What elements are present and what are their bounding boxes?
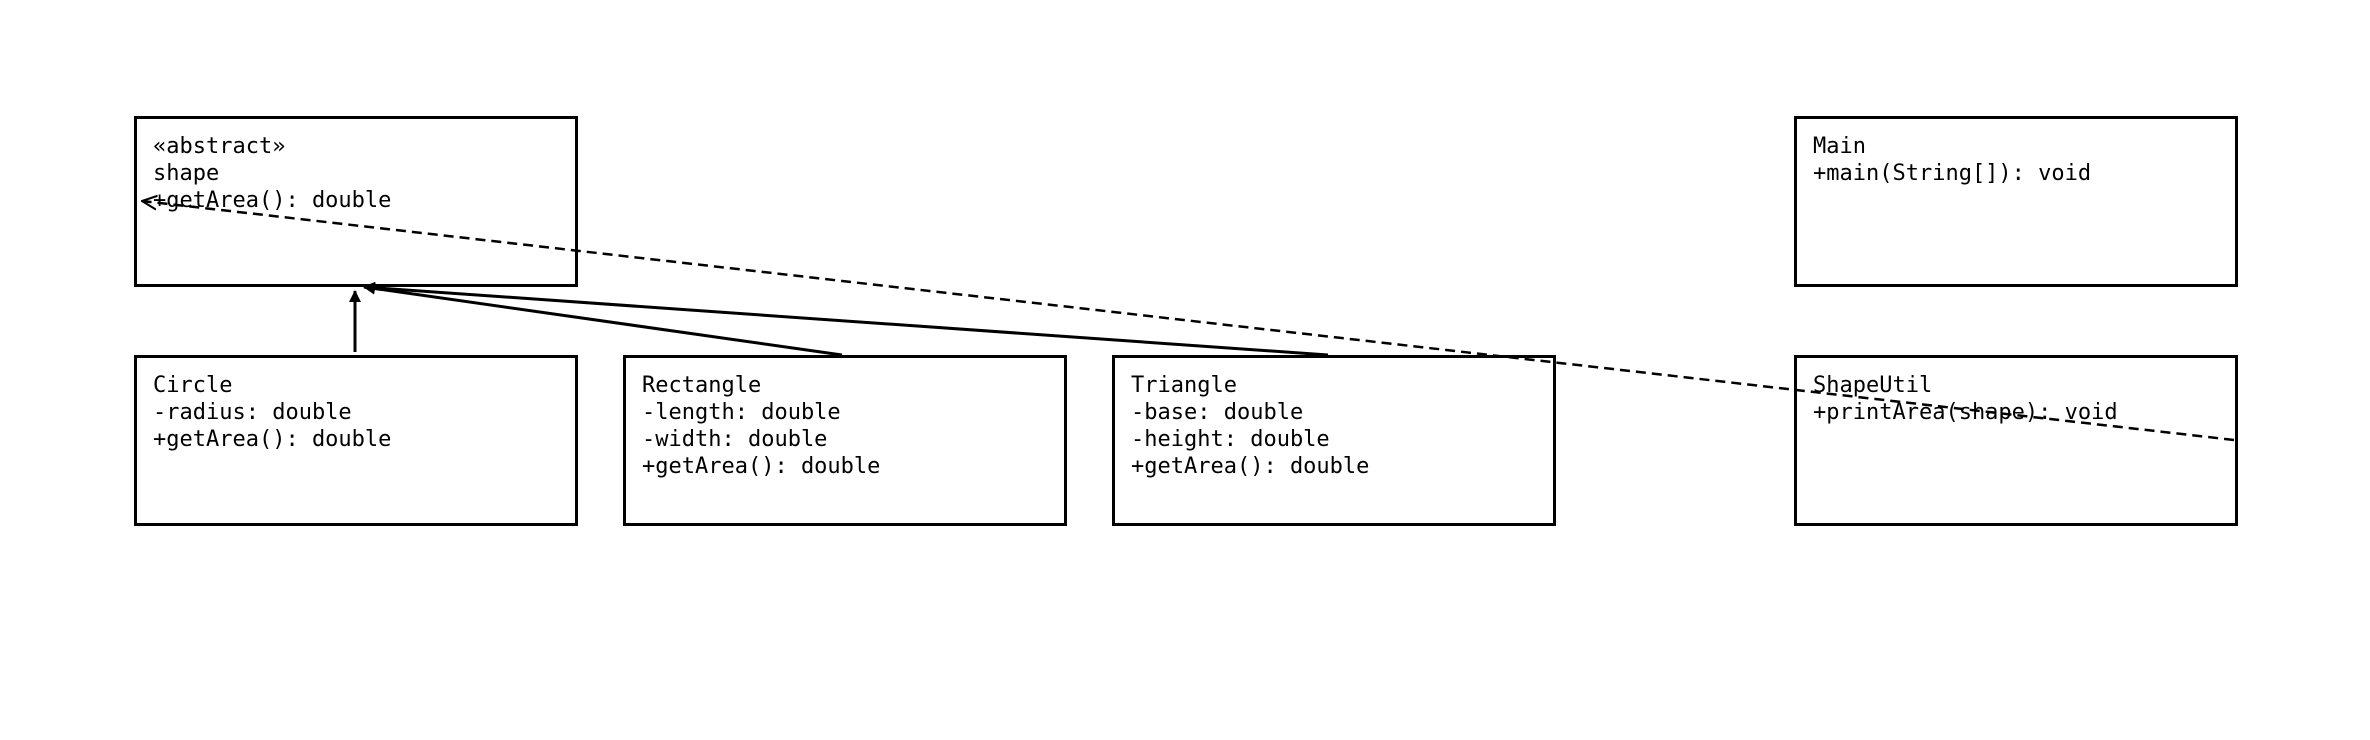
class-member: +printArea(shape): void — [1813, 400, 2118, 425]
class-box-circle[interactable]: Circle-radius: double+getArea(): double — [134, 355, 578, 526]
class-box-rectangle[interactable]: Rectangle-length: double-width: double+g… — [623, 355, 1067, 526]
class-stereotype: «abstract» — [153, 134, 286, 159]
class-member: -length: double — [642, 400, 841, 425]
class-box-shapeutil[interactable]: ShapeUtil+printArea(shape): void — [1794, 355, 2238, 526]
inheritance-edge-rectangle — [363, 282, 843, 357]
class-member: -base: double — [1131, 400, 1304, 425]
class-box-triangle[interactable]: Triangle-base: double-height: double+get… — [1112, 355, 1556, 526]
class-member: +main(String[]): void — [1813, 161, 2092, 186]
class-box-main[interactable]: Main+main(String[]): void — [1794, 116, 2238, 287]
class-member: +getArea(): double — [642, 454, 881, 479]
class-member: +getArea(): double — [1131, 454, 1370, 479]
class-member: +getArea(): double — [153, 427, 392, 452]
class-member: -radius: double — [153, 400, 352, 425]
class-name: Circle — [153, 373, 233, 398]
class-member: +getArea(): double — [153, 188, 392, 213]
class-member: -width: double — [642, 427, 828, 452]
class-member: -height: double — [1131, 427, 1330, 452]
class-name: ShapeUtil — [1813, 373, 1933, 398]
class-name: shape — [153, 161, 220, 186]
class-name: Triangle — [1131, 373, 1237, 398]
class-name: Main — [1813, 134, 1866, 159]
inheritance-edge-triangle — [363, 281, 1329, 357]
class-box-shape[interactable]: «abstract»shape+getArea(): double — [134, 116, 578, 287]
class-name: Rectangle — [642, 373, 762, 398]
